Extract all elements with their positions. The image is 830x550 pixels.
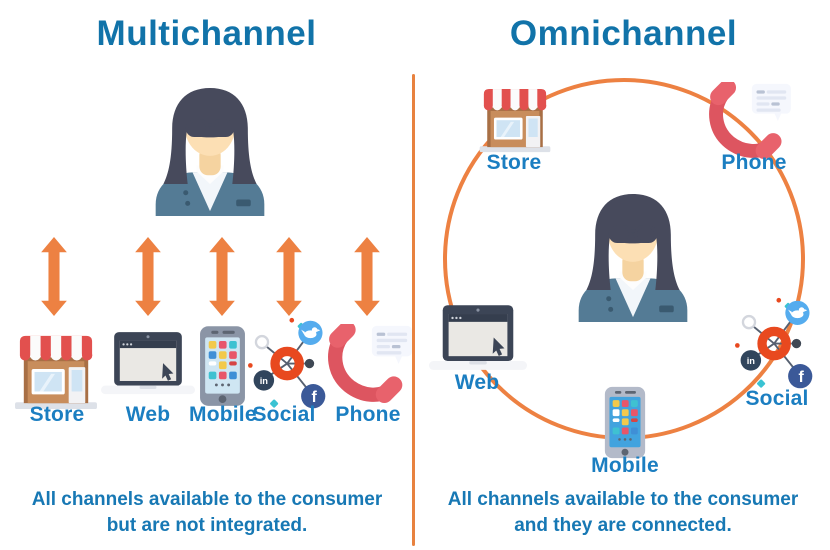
multichannel-title: Multichannel bbox=[96, 14, 317, 53]
caption-line-2: but are not integrated. bbox=[106, 515, 308, 536]
phone-handset-icon bbox=[707, 82, 793, 160]
caption-line-1: All channels available to the consumer bbox=[31, 489, 383, 510]
omnichannel-caption: All channels available to the consumer a… bbox=[424, 487, 822, 539]
channel-label-social: Social bbox=[252, 403, 316, 426]
laptop-icon bbox=[101, 332, 195, 398]
channel-label-phone: Phone bbox=[721, 151, 787, 174]
svg-text:in: in bbox=[260, 376, 269, 386]
caption-line-2: and they are connected. bbox=[514, 515, 732, 536]
phone-handset-icon bbox=[326, 324, 414, 404]
svg-text:f: f bbox=[799, 369, 805, 386]
channel-label-store: Store bbox=[29, 403, 85, 426]
svg-text:f: f bbox=[312, 389, 318, 406]
channel-label-store: Store bbox=[486, 151, 542, 174]
channel-label-phone: Phone bbox=[335, 403, 401, 426]
store-icon bbox=[477, 84, 553, 153]
double-arrow-icon bbox=[209, 237, 235, 316]
double-arrow-icon bbox=[135, 237, 161, 316]
multichannel-caption: All channels available to the consumer b… bbox=[8, 487, 406, 539]
smartphone-icon bbox=[603, 385, 647, 460]
channel-label-mobile: Mobile bbox=[591, 454, 659, 477]
social-network-icon: f in bbox=[735, 297, 817, 392]
caption-line-1: All channels available to the consumer bbox=[447, 489, 799, 510]
double-arrow-icon bbox=[276, 237, 302, 316]
omnichannel-title: Omnichannel bbox=[509, 14, 738, 53]
store-icon bbox=[12, 330, 100, 410]
channel-label-social: Social bbox=[745, 387, 809, 410]
person-icon bbox=[565, 192, 701, 322]
channel-label-web: Web bbox=[454, 371, 500, 394]
svg-text:in: in bbox=[747, 356, 756, 366]
laptop-icon bbox=[429, 305, 527, 374]
channel-label-mobile: Mobile bbox=[189, 403, 257, 426]
social-network-icon: f in bbox=[248, 317, 330, 412]
smartphone-icon bbox=[198, 324, 247, 408]
panel-divider bbox=[412, 74, 415, 546]
person-icon bbox=[142, 86, 278, 216]
channel-label-web: Web bbox=[125, 403, 171, 426]
double-arrow-icon bbox=[354, 237, 380, 316]
double-arrow-icon bbox=[41, 237, 67, 316]
